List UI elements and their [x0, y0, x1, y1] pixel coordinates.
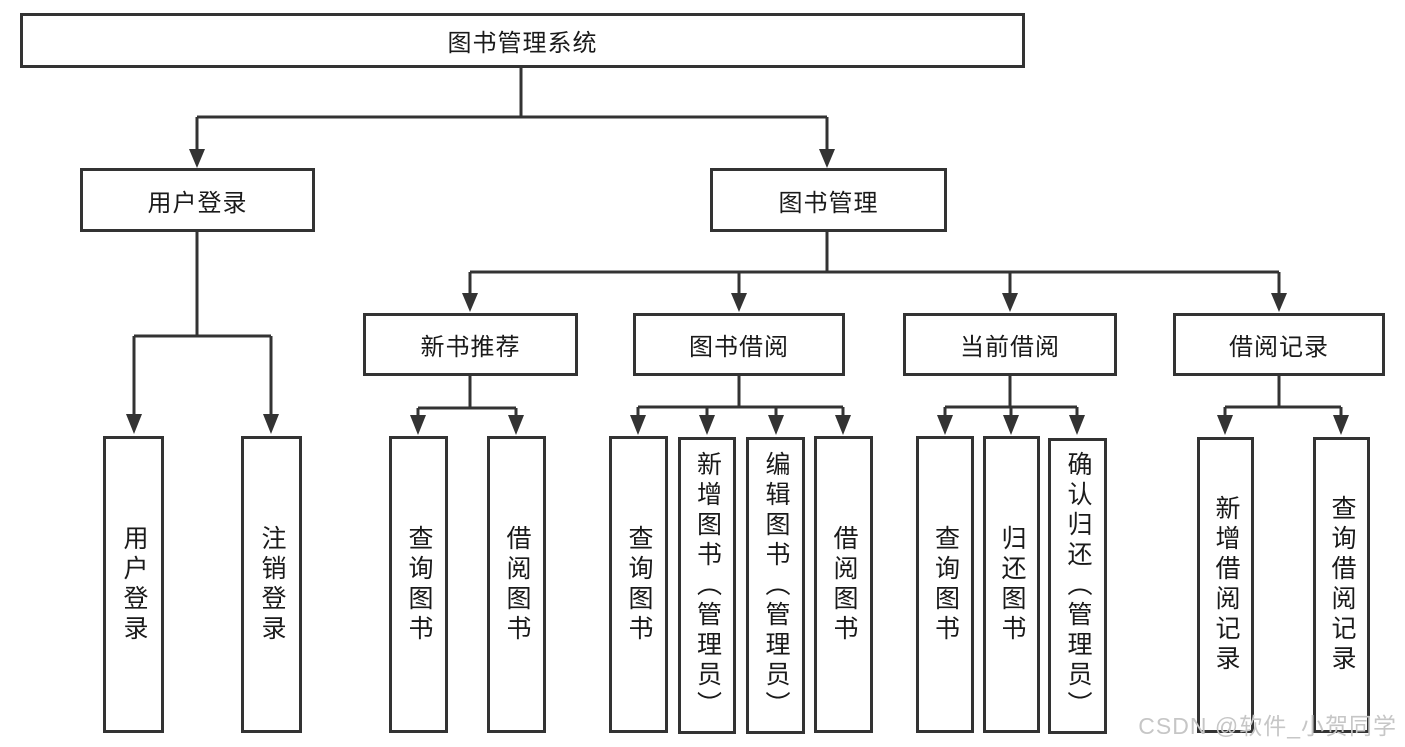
- node-book-management: 图书管理: [710, 168, 947, 232]
- node-edit-books-admin: 编辑图书（管理员）: [746, 437, 805, 734]
- node-borrowing-records: 借阅记录: [1173, 313, 1385, 376]
- node-add-borrow-record: 新增借阅记录: [1197, 437, 1254, 733]
- watermark: CSDN @软件_小贺同学: [1138, 713, 1397, 739]
- node-query-borrow-record: 查询借阅记录: [1313, 437, 1370, 733]
- node-query-books-recommend: 查询图书: [389, 436, 448, 733]
- node-borrow-books-recommend: 借阅图书: [487, 436, 546, 733]
- node-return-books: 归还图书: [983, 436, 1040, 733]
- node-new-book-recommend: 新书推荐: [363, 313, 578, 376]
- node-add-books-admin: 新增图书（管理员）: [678, 437, 736, 734]
- node-current-borrowing: 当前借阅: [903, 313, 1117, 376]
- node-book-borrowing: 图书借阅: [633, 313, 845, 376]
- node-user-login: 用户登录: [80, 168, 315, 232]
- node-user-login-action: 用户登录: [103, 436, 164, 733]
- node-root: 图书管理系统: [20, 13, 1025, 68]
- node-borrow-books-action: 借阅图书: [814, 436, 873, 733]
- node-query-books-borrowing: 查询图书: [609, 436, 668, 733]
- node-logout-action: 注销登录: [241, 436, 302, 733]
- node-confirm-return-admin: 确认归还（管理员）: [1048, 438, 1107, 734]
- node-query-books-current: 查询图书: [916, 436, 974, 733]
